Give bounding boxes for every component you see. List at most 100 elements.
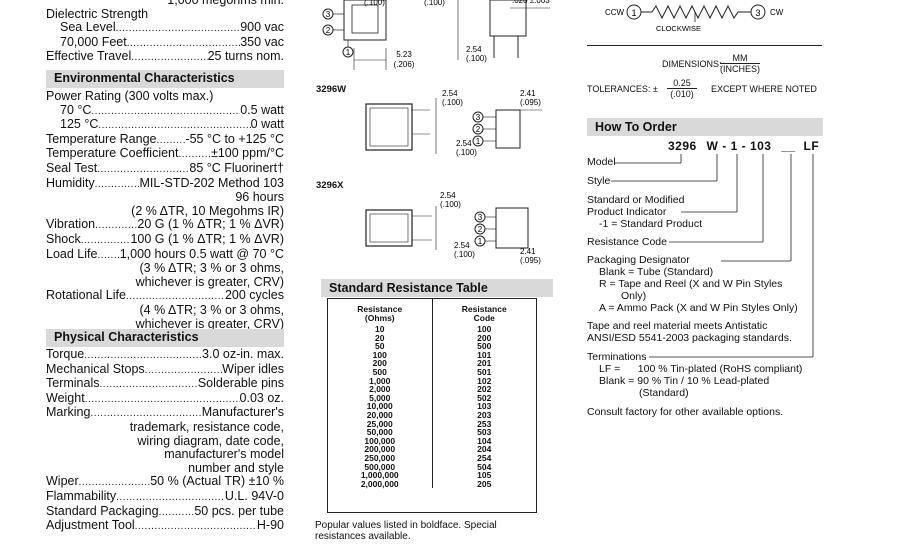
code-cell: 203 (477, 409, 492, 420)
spec-value: 0 watt (250, 117, 284, 132)
dot-leader (79, 476, 151, 490)
dim-100-a: (.100) (364, 0, 385, 7)
spec-value: H-90 (256, 518, 284, 533)
spec-value: Manufacturer's (201, 405, 284, 420)
spec-value: trademark, resistance code, (129, 419, 284, 434)
packaging-section: Packaging Designator Blank = Tube (Stand… (587, 254, 798, 314)
spec-label: Torque (46, 347, 85, 361)
spec-value: 100 G (1 % ΔTR; 1 % ΔVR) (130, 231, 284, 246)
resistance-table-header: Standard Resistance Table (321, 279, 553, 297)
spec-label: Rotational Life (46, 288, 126, 303)
ohms-cell: 2,000,000 (328, 480, 433, 489)
spec-value: 0.5 watt (240, 102, 284, 117)
x-dim-f: (.095) (520, 256, 541, 265)
res-code-label: Resistance Code (587, 236, 667, 248)
code-cell: 201 (477, 358, 492, 369)
phys-line: Mechanical StopsWiper idles (46, 361, 284, 378)
dot-leader (85, 393, 240, 407)
phys-line: Weight0.03 oz. (46, 390, 284, 407)
dot-leader (131, 51, 207, 65)
phys-line: trademark, resistance code, (46, 419, 284, 435)
dim-020: .020 ±.003 (512, 0, 550, 5)
phys-line: Marking Manufacturer's (46, 406, 284, 421)
svg-text:1: 1 (476, 137, 481, 146)
w-dim-a: 2.54 (442, 89, 458, 98)
pin-1-label: 1 (346, 48, 351, 57)
phys-line: Torque3.0 oz-in. max. (46, 347, 284, 363)
dot-leader (95, 219, 137, 233)
env-line: Rotational Life200 cycles (46, 289, 284, 304)
spec-label: 125 °C (60, 117, 99, 132)
dim-100-b: (.100) (424, 0, 445, 7)
spec-value: 350 vac (240, 34, 284, 49)
ccw-label: CCW (605, 8, 625, 17)
ohms-cell: 2,000 (328, 385, 433, 394)
dot-leader (126, 290, 225, 304)
top-line: Effective Travel25 turns nom. (46, 50, 284, 65)
code-indicator: 1 (730, 139, 738, 153)
spec-label: Standard Packaging (46, 503, 159, 518)
ohms-cell: 500,000 (328, 462, 433, 472)
ohms-cell: 20,000 (328, 411, 433, 420)
spec-label: Sea Level (60, 20, 116, 35)
dot-leader (98, 119, 250, 133)
spec-value: Wiper idles (222, 361, 284, 376)
tape-note: Tape and reel material meets Antistatic … (587, 320, 792, 344)
terminations-section: Terminations LF = 100 % Tin-plated (RoHS… (587, 351, 803, 399)
env-line: 125 °C 0 watt (46, 118, 284, 133)
spec-label: Terminals (46, 376, 100, 391)
spec-label: Power Rating (300 volts max.) (46, 89, 214, 103)
tolerances-legend: TOLERANCES: ± 0.25 (.010) EXCEPT WHERE N… (587, 78, 817, 99)
spec-label: Load Life (46, 246, 98, 261)
spec-value: (4 % ΔTR; 3 % or 3 ohms, (139, 302, 284, 317)
code-cell: 503 (477, 427, 492, 438)
x-dim-a: 2.54 (440, 191, 456, 200)
phys-line: number and style (46, 461, 284, 476)
order-leader-lines (611, 154, 814, 358)
pin-2-label: 2 (326, 26, 331, 35)
dim-100-c: (.100) (466, 54, 487, 63)
spec-value: 50 pcs. per tube (194, 503, 284, 518)
x-dim-e: 2.41 (520, 247, 536, 256)
spec-value: 1,000 megohms min. (167, 0, 284, 7)
spec-label: Marking (46, 405, 91, 420)
top-line: Sea Level900 vac (46, 21, 284, 36)
environmental-specs: Power Rating (300 volts max.)70 °C0.5 wa… (46, 89, 284, 332)
spec-label: Weight (46, 390, 85, 405)
code-cell: 254 (477, 452, 492, 463)
env-line: whichever is greater, CRV) (46, 317, 284, 332)
pin-3-label: 3 (326, 10, 331, 19)
dot-leader (159, 506, 195, 520)
env-line: Seal Test85 °C Fluorinert† (46, 161, 284, 177)
dim-5-23: 5.23 (396, 50, 412, 59)
env-line: 70 °C0.5 watt (46, 102, 284, 119)
env-line: whichever is greater, CRV) (46, 275, 284, 290)
dot-leader (84, 349, 202, 363)
env-line: (3 % ΔTR; 3 % or 3 ohms, (46, 261, 284, 276)
env-line: HumidityMIL-STD-202 Method 103 (46, 176, 284, 192)
code-cell: 104 (477, 435, 492, 446)
ohms-cell: 500 (328, 368, 433, 377)
x-dim-c: 2.54 (454, 241, 470, 250)
spec-label: Temperature Coefficient (46, 146, 179, 161)
ohms-cell: 250,000 (328, 454, 433, 463)
code-cell: 202 (477, 384, 492, 395)
3296w-label: 3296W (316, 84, 347, 95)
dot-leader (127, 37, 241, 51)
dot-leader (97, 163, 189, 177)
dot-leader (97, 249, 119, 263)
code-cell: 500 (477, 341, 492, 352)
spec-value: wiring diagram, date code, (137, 433, 284, 448)
